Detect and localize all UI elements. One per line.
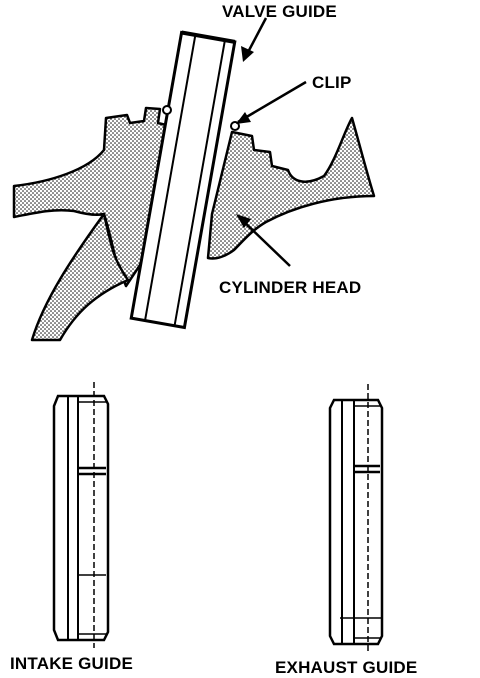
clip-leader bbox=[237, 80, 307, 124]
arrowheads bbox=[236, 46, 254, 228]
clip-label: CLIP bbox=[312, 73, 352, 92]
intake-guide-label: INTAKE GUIDE bbox=[10, 654, 133, 673]
clip-left-ring bbox=[162, 105, 172, 115]
clip-right-ring bbox=[230, 121, 240, 131]
exhaust-guide-label: EXHAUST GUIDE bbox=[275, 658, 418, 677]
cylinder-head-casting bbox=[12, 106, 376, 342]
intake-guide-drawing bbox=[52, 382, 110, 648]
valve-guide-arrowhead bbox=[241, 46, 254, 62]
exhaust-guide-drawing bbox=[328, 384, 384, 652]
cylinder-head-lower-wall bbox=[30, 212, 130, 342]
valve-guide-leader bbox=[244, 17, 268, 57]
valve-guide-label: VALVE GUIDE bbox=[222, 2, 337, 21]
valve-guide-body bbox=[129, 30, 237, 330]
exhaust-guide-outline bbox=[328, 398, 384, 646]
cylinder-head-label: CYLINDER HEAD bbox=[219, 278, 362, 297]
cylinder-head-right-section bbox=[206, 116, 376, 260]
clip-arrowhead bbox=[236, 112, 251, 124]
intake-guide-outline bbox=[52, 394, 110, 642]
leader-lines bbox=[237, 17, 307, 267]
cylinder-head-arrowhead bbox=[236, 214, 251, 228]
cylinder-head-leader bbox=[239, 217, 291, 267]
